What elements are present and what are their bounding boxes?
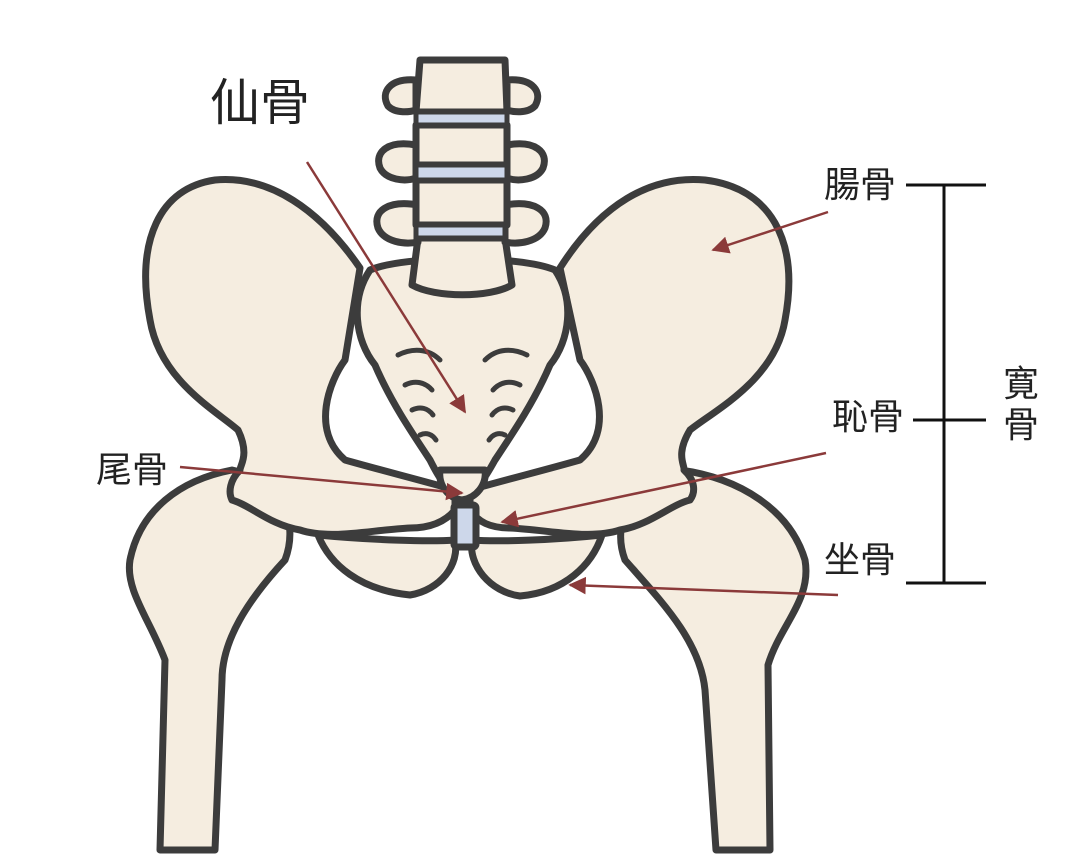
arrow-ilium <box>711 210 829 254</box>
disc-3 <box>413 222 508 241</box>
left-femur <box>125 466 294 854</box>
label-pubis: 恥骨 <box>832 397 905 438</box>
arrow-coccyx <box>179 465 464 501</box>
left-obturator-foramen <box>314 531 460 599</box>
vertebra-middle-process-right <box>503 140 548 184</box>
arrow-ischium <box>568 576 839 597</box>
label-coccyx: 尾骨 <box>96 450 169 491</box>
label-hip-bone: 寛骨 <box>1003 364 1040 447</box>
sacrum-bone <box>353 255 572 502</box>
vertebra-upper <box>412 121 511 169</box>
vertebra-lower-process-right <box>501 200 550 247</box>
pubic-symphysis <box>450 501 480 551</box>
label-sacrum: 仙骨 <box>210 74 310 132</box>
disc-2 <box>413 162 510 183</box>
arrow-pubis <box>500 451 827 528</box>
right-obturator-foramen <box>468 531 606 600</box>
vertebra-middle <box>412 176 511 229</box>
vertebra-middle-process-left <box>375 140 420 184</box>
coccyx-bone <box>436 466 489 504</box>
vertebra-lower <box>408 234 516 299</box>
left-ilium <box>142 176 459 538</box>
vertebra-lower-process-left <box>373 200 422 247</box>
label-ischium: 坐骨 <box>824 540 897 581</box>
vertebra-top <box>412 56 511 116</box>
right-femur <box>617 466 810 854</box>
arrow-sacrum <box>305 161 467 414</box>
right-ilium <box>466 175 793 538</box>
vertebra-top-process-left <box>381 76 420 116</box>
label-ilium: 腸骨 <box>824 165 897 206</box>
disc-1 <box>413 109 510 128</box>
vertebra-top-process-right <box>503 76 542 116</box>
